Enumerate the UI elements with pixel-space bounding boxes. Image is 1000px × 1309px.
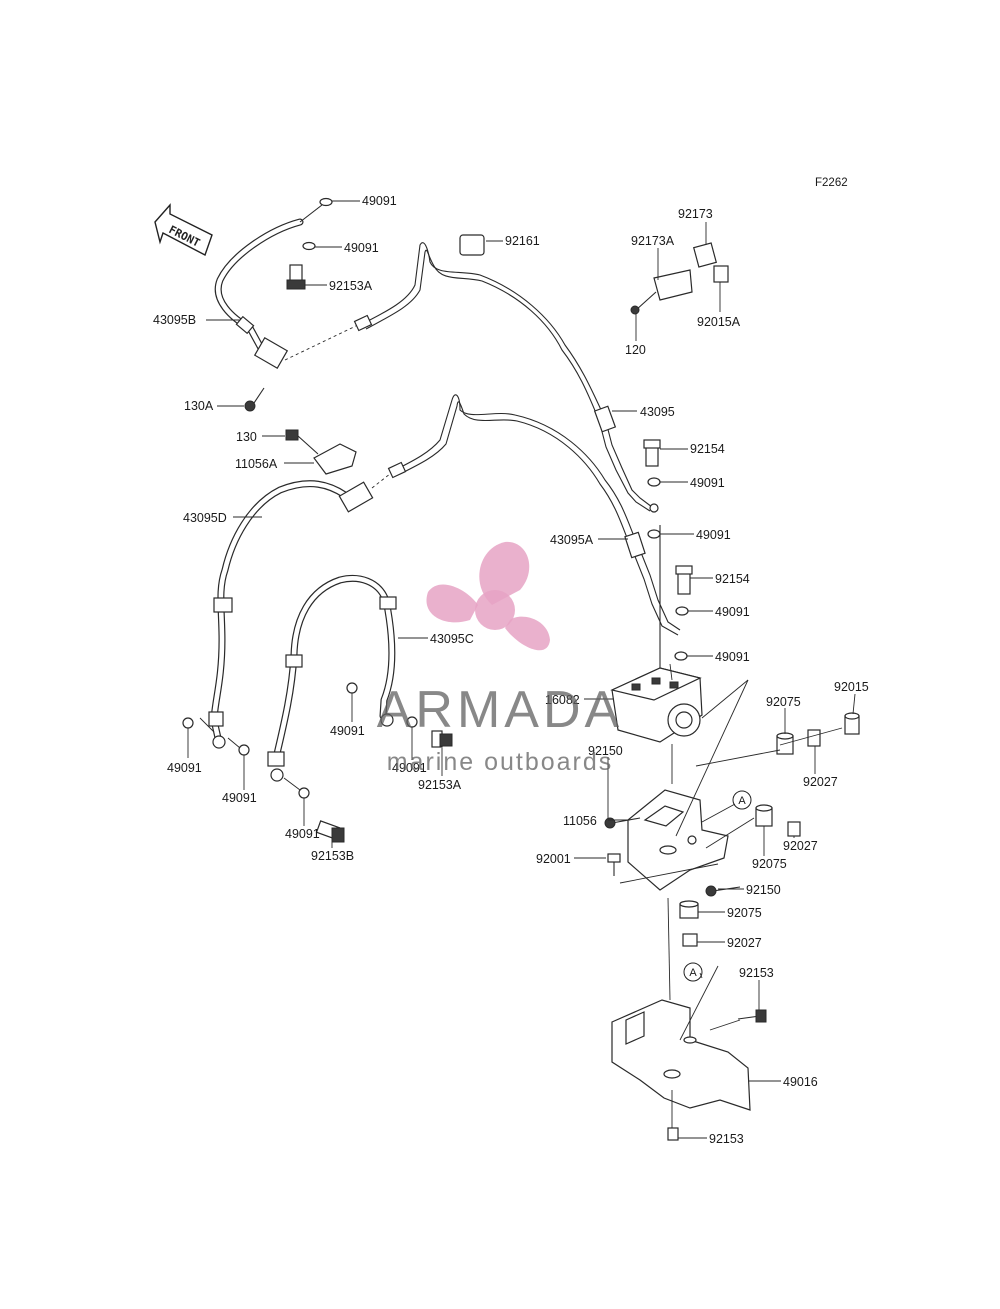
label-92153B: 92153B <box>311 849 354 863</box>
label-43095A: 43095A <box>550 533 594 547</box>
brake-hose-43095B <box>214 204 323 369</box>
collar-92015 <box>844 712 860 735</box>
label-43095D: 43095D <box>183 511 227 525</box>
svg-text:A: A <box>738 795 746 807</box>
label-92154: 92154 <box>715 572 750 586</box>
label-92161: 92161 <box>505 234 540 248</box>
ref-circle-a-2: A <box>683 962 703 982</box>
grommet-92161 <box>459 234 485 256</box>
label-92015A: 92015A <box>697 315 741 329</box>
bolt-92150-b <box>705 885 741 897</box>
washers-lower-group <box>674 606 689 661</box>
ref-circle-a-1: A <box>732 790 752 810</box>
label-49091: 49091 <box>362 194 397 208</box>
watermark: ARMADA marine outboards <box>377 541 623 776</box>
label-43095C: 43095C <box>430 632 474 646</box>
label-130: 130 <box>236 430 257 444</box>
label-92153: 92153 <box>739 966 774 980</box>
collar-92027-c <box>682 933 698 947</box>
label-92150: 92150 <box>746 883 781 897</box>
washers-upper-group <box>647 477 661 539</box>
label-49091: 49091 <box>344 241 379 255</box>
washer-49091-top <box>302 197 333 251</box>
label-11056: 11056 <box>563 814 597 828</box>
label-43095: 43095 <box>640 405 675 419</box>
banjo-bolt-92153B <box>315 820 345 843</box>
label-43095B: 43095B <box>153 313 196 327</box>
label-92150: 92150 <box>588 744 623 758</box>
label-92153A: 92153A <box>329 279 373 293</box>
label-92173: 92173 <box>678 207 713 221</box>
collar-92027-a <box>807 729 821 747</box>
figure-id: F2262 <box>815 177 848 189</box>
label-130A: 130A <box>184 399 214 413</box>
washers-left-group <box>182 682 418 799</box>
svg-text:A: A <box>689 967 697 979</box>
bolt-92150-a <box>604 817 641 829</box>
front-arrow-icon: FRONT <box>154 203 213 256</box>
label-49091: 49091 <box>222 791 257 805</box>
clamp-92173 <box>692 242 729 283</box>
label-49091: 49091 <box>330 724 365 738</box>
clamp-92173A <box>653 269 693 301</box>
label-49016: 49016 <box>783 1075 818 1089</box>
label-92015: 92015 <box>834 680 869 694</box>
label-92153: 92153 <box>709 1132 744 1146</box>
bolt-130A <box>244 387 265 412</box>
label-92001: 92001 <box>536 852 571 866</box>
clamp-11056A <box>313 443 357 475</box>
bolt-120 <box>630 291 657 315</box>
label-92173A: 92173A <box>631 234 675 248</box>
banjo-bolt-92153A-mid <box>431 730 453 748</box>
label-49091: 49091 <box>715 650 750 664</box>
label-92153A: 92153A <box>418 778 462 792</box>
collar-92027-b <box>787 821 801 837</box>
banjo-fittings-left <box>212 713 394 782</box>
label-92075: 92075 <box>766 695 801 709</box>
grommet-92075-a <box>776 732 794 755</box>
leader-lines <box>187 200 856 1139</box>
bolt-130 <box>285 429 319 455</box>
brake-pipe-43095 <box>353 242 659 513</box>
bracket-11056 <box>627 789 729 891</box>
propeller-logo-icon <box>426 541 550 651</box>
grommet-92075-b <box>755 804 773 827</box>
brake-hose-43095D <box>208 480 374 742</box>
assembly-lines <box>199 663 843 1128</box>
label-11056A: 11056A <box>235 457 278 471</box>
brake-hose-43095C <box>267 574 397 767</box>
label-49091: 49091 <box>696 528 731 542</box>
watermark-tagline: marine outboards <box>387 748 614 776</box>
bolt-92153-lower <box>667 1127 679 1141</box>
label-92075: 92075 <box>752 857 787 871</box>
label-92027: 92027 <box>783 839 818 853</box>
label-49091: 49091 <box>690 476 725 490</box>
brake-pipe-43095A <box>387 394 681 668</box>
label-92027: 92027 <box>803 775 838 789</box>
grommet-92075-c <box>679 900 699 919</box>
label-49091: 49091 <box>167 761 202 775</box>
label-120: 120 <box>625 343 646 357</box>
abs-unit-16082 <box>610 667 703 743</box>
part-labels: 49091 49091 92153A 43095B 130A 92161 921… <box>153 194 869 1146</box>
bolt-92154-lower <box>675 565 693 595</box>
watermark-brand: ARMADA <box>377 681 623 739</box>
bolt-92153-upper <box>737 1009 767 1023</box>
cover-49016 <box>611 999 751 1111</box>
label-92075: 92075 <box>727 906 762 920</box>
label-49091: 49091 <box>392 761 427 775</box>
leader-dash <box>284 323 361 361</box>
bolt-92001 <box>607 853 621 876</box>
bolt-92154-upper <box>643 439 661 467</box>
label-16082: 16082 <box>545 693 580 707</box>
label-49091: 49091 <box>285 827 320 841</box>
banjo-bolt-92153A-top <box>286 264 306 290</box>
label-92027: 92027 <box>727 936 762 950</box>
label-92154: 92154 <box>690 442 725 456</box>
label-49091: 49091 <box>715 605 750 619</box>
